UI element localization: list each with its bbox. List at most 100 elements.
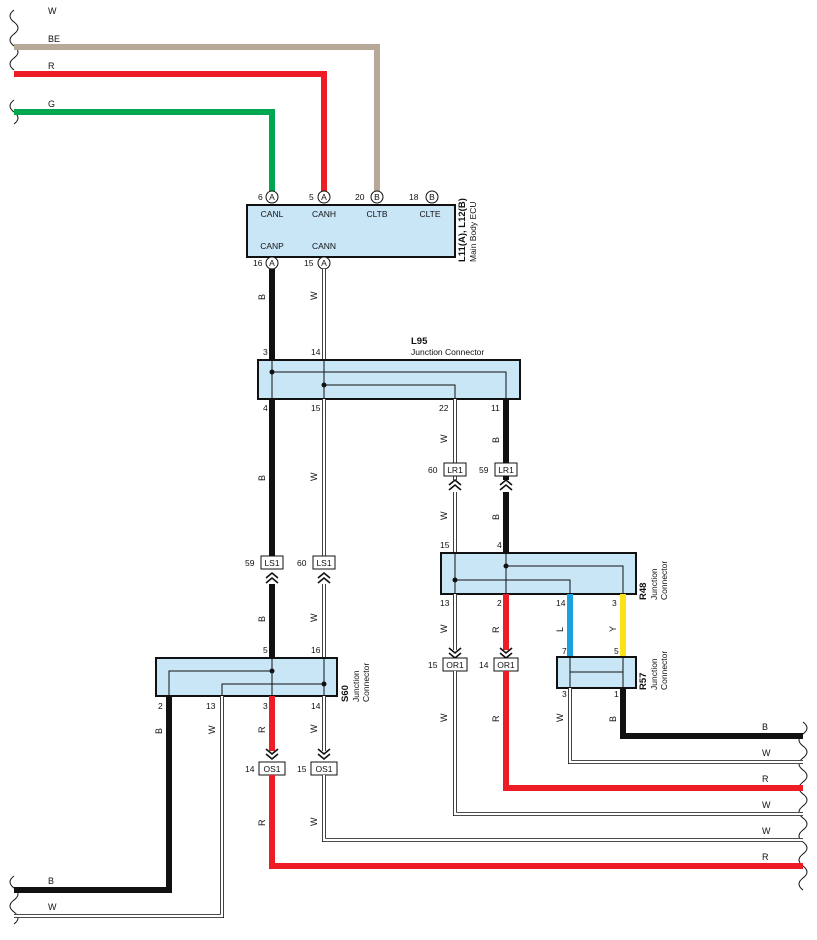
wire-label-w-ls1: W <box>309 472 319 481</box>
ecu-pin-5-conn: A <box>321 192 327 202</box>
l95-id: L95 <box>411 336 428 347</box>
os1-15-num: 15 <box>297 764 307 774</box>
wire-label-b-s60: B <box>257 616 267 622</box>
r57-name-1: Junction <box>649 658 659 690</box>
lr1-60-num: 60 <box>428 465 438 475</box>
or1-15-num: 15 <box>428 660 438 670</box>
wire-label-b-r57: B <box>608 716 618 722</box>
s60-name-2: Connector <box>361 663 371 702</box>
ecu-pin-18-conn: B <box>429 192 435 202</box>
ecu-pin-6-marker <box>265 190 279 204</box>
r57-pin-1: 1 <box>614 689 619 699</box>
ecu-pin-18-marker <box>425 190 439 204</box>
wire-label-w-or1-out: W <box>439 713 449 722</box>
os1-connector-15: 15 OS1 <box>297 748 338 776</box>
r57-pin-3: 3 <box>562 689 567 699</box>
os1-connector-14: 14 OS1 <box>245 748 286 776</box>
wire-label-w-or1: W <box>439 624 449 633</box>
r48-pin-15: 15 <box>440 540 450 550</box>
r48-name-2: Connector <box>659 561 669 600</box>
wire-label-be: BE <box>48 34 60 44</box>
r48-id: R48 <box>638 583 649 600</box>
ecu-pin-5-num: 5 <box>309 192 314 202</box>
r48-internal <box>452 553 624 594</box>
wire-r-os1-out <box>269 775 803 869</box>
r48-pin-14: 14 <box>556 598 566 608</box>
l95-pin-4: 4 <box>263 403 268 413</box>
r48-name-1: Junction <box>649 568 659 600</box>
wire-label-r-top: R <box>48 61 55 71</box>
wire-label-w-os1-out: W <box>309 817 319 826</box>
wire-label-w-s60-out: W <box>207 725 217 734</box>
r57-name-2: Connector <box>659 651 669 690</box>
ls1-60-code: LS1 <box>316 558 331 568</box>
os1-15-code: OS1 <box>315 764 332 774</box>
ls1-59-code: LS1 <box>264 558 279 568</box>
wire-label-w-os1: W <box>309 724 319 733</box>
wire-label-b-1: B <box>257 294 267 300</box>
s60-pin-13: 13 <box>206 701 216 711</box>
wire-label-b-left: B <box>48 876 54 886</box>
ecu-pin-15-conn: A <box>321 258 327 268</box>
ecu-bottom-pins: 16 A 15 A <box>253 256 331 270</box>
lr1-connector-59: 59 LR1 <box>479 462 518 491</box>
r57-pin-5: 5 <box>614 646 619 656</box>
right-break-marks <box>798 721 808 891</box>
wire-w-r57-out <box>568 688 803 764</box>
l95-box <box>257 359 521 400</box>
l95-pin-15: 15 <box>311 403 321 413</box>
wire-label-r-os1: R <box>257 726 267 733</box>
wire-label-b-r48: B <box>491 514 501 520</box>
wire-label-r-right-1: R <box>762 774 769 784</box>
left-break-marks <box>9 9 19 925</box>
ecu-pin-6-num: 6 <box>258 192 263 202</box>
ls1-connector-59: 59 LS1 <box>245 555 284 584</box>
main-body-ecu-box <box>246 204 456 258</box>
wire-label-w-right-2: W <box>762 800 771 810</box>
wire-label-w-r57: W <box>555 713 565 722</box>
or1-connector-15: 15 OR1 <box>428 647 468 672</box>
ecu-pin-16-conn: A <box>269 258 275 268</box>
os1-14-num: 14 <box>245 764 255 774</box>
ecu-pin-20-conn: B <box>374 192 380 202</box>
s60-internal <box>168 658 327 696</box>
os1-14-code: OS1 <box>263 764 280 774</box>
r57-id: R57 <box>638 673 649 690</box>
wire-w-s60-out <box>14 696 224 918</box>
r57-pin-7: 7 <box>562 646 567 656</box>
r48-box <box>440 552 637 595</box>
ls1-60-num: 60 <box>297 558 307 568</box>
r57-internal <box>569 657 624 688</box>
ecu-top-pins: 6 A 5 A 20 B 18 B <box>258 190 439 204</box>
r48-pin-13: 13 <box>440 598 450 608</box>
s60-pin-5: 5 <box>263 645 268 655</box>
or1-14-num: 14 <box>479 660 489 670</box>
wire-g <box>14 109 275 192</box>
wire-label-w-left: W <box>48 902 57 912</box>
wire-r-top <box>14 71 327 192</box>
wire-label-b-ls1: B <box>257 475 267 481</box>
wire-label-r-or1-out: R <box>491 715 501 722</box>
lr1-59-code: LR1 <box>498 465 514 475</box>
l95-pin-11: 11 <box>491 403 500 413</box>
r48-pin-3: 3 <box>612 598 617 608</box>
wire-label-y: Y <box>608 626 618 632</box>
ecu-label-cann: CANN <box>312 241 336 251</box>
lr1-60-code: LR1 <box>447 465 463 475</box>
s60-id: S60 <box>340 685 351 702</box>
wire-label-w-r48: W <box>439 511 449 520</box>
ecu-label-clte: CLTE <box>419 209 440 219</box>
wire-b-r57-out <box>620 688 803 739</box>
ecu-pin-15-num: 15 <box>304 258 314 268</box>
or1-15-code: OR1 <box>446 660 464 670</box>
wire-label-w-s60: W <box>309 613 319 622</box>
wire-label-b-right: B <box>762 722 768 732</box>
s60-pin-3: 3 <box>263 701 268 711</box>
wire-w-or1-out <box>453 671 803 816</box>
wire-label-w-top: W <box>48 6 57 16</box>
ecu-name: Main Body ECU <box>468 202 478 262</box>
ls1-connector-60: 60 LS1 <box>297 555 336 584</box>
wire-label-r-os1-out: R <box>257 819 267 826</box>
wire-label-g: G <box>48 99 55 109</box>
wire-label-w-lr1: W <box>439 434 449 443</box>
